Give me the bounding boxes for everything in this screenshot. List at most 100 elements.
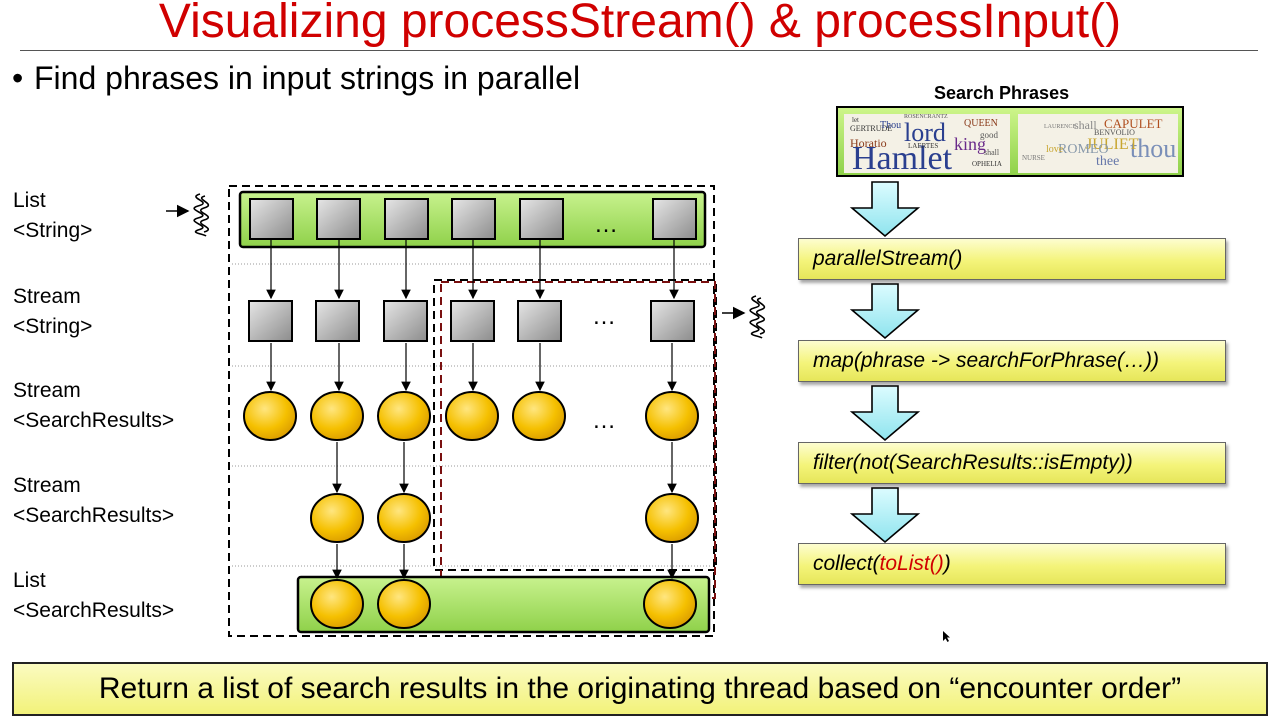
ellipsis-row1: … <box>594 211 618 238</box>
collected-results-elements <box>310 579 697 629</box>
row-label-line1: List <box>13 189 46 212</box>
cloud-word: LAURENCE <box>1044 124 1076 130</box>
title-underline <box>20 50 1258 51</box>
cloud-word: BENVOLIO <box>1094 128 1135 137</box>
search-result <box>377 391 431 441</box>
search-result <box>645 391 699 441</box>
row-label-filtered-stream: Stream <SearchResults> <box>13 471 174 531</box>
string-element <box>315 300 360 342</box>
string-element <box>652 198 697 240</box>
string-element <box>384 198 429 240</box>
row-separators <box>232 263 712 567</box>
row-label-stream-string: Stream <String> <box>13 282 92 342</box>
search-result <box>310 579 364 629</box>
string-element <box>316 198 361 240</box>
row-label-line2: <String> <box>13 219 93 242</box>
string-element <box>451 198 496 240</box>
pipeline-step-text-post: ) <box>943 552 951 575</box>
thread-squiggle-icon <box>722 295 766 339</box>
stream-string-elements <box>248 300 695 342</box>
list-string-elements <box>249 198 697 240</box>
bottom-banner: Return a list of search results in the o… <box>12 662 1268 716</box>
search-result <box>512 391 566 441</box>
ellipsis-row2: … <box>592 303 616 330</box>
search-result <box>643 579 697 629</box>
cloud-word: NURSE <box>1022 154 1045 162</box>
search-results-elements <box>243 391 699 441</box>
string-element <box>650 300 695 342</box>
cloud-word: shall <box>984 148 1000 157</box>
down-arrow-icon <box>849 283 921 340</box>
bullet-point: •Find phrases in input strings in parall… <box>12 60 581 96</box>
row-label-line1: Stream <box>13 285 81 308</box>
row-label-line1: List <box>13 569 46 592</box>
cloud-word: shall <box>1074 118 1097 132</box>
search-result <box>310 493 364 543</box>
search-result <box>377 579 431 629</box>
string-element <box>450 300 495 342</box>
pipeline-step-text: map(phrase -> searchForPhrase(…)) <box>813 349 1160 372</box>
down-arrow-icon <box>849 487 921 544</box>
mouse-cursor-icon <box>943 631 950 642</box>
row-label-stream-searchresults: Stream <SearchResults> <box>13 376 174 436</box>
search-result <box>645 493 699 543</box>
row-label-list-string: List <String> <box>13 186 92 246</box>
string-element <box>517 300 562 342</box>
page-title: Visualizing processStream() & processInp… <box>158 0 1122 48</box>
dashed-boundary-maroon <box>440 281 716 599</box>
cloud-word: thou <box>1130 134 1177 163</box>
cloud-word: Horatio <box>850 136 887 150</box>
pipeline-step-text-highlight: toList() <box>879 552 944 575</box>
flow-arrows <box>266 240 679 580</box>
row-label-line2: <SearchResults> <box>13 409 175 432</box>
cloud-word: ROMEO <box>1058 142 1109 157</box>
row-label-line2: <SearchResults> <box>13 504 175 527</box>
pipeline-step-text: parallelStream() <box>813 247 963 270</box>
row-label-line2: <String> <box>13 315 93 338</box>
cloud-word: Thou <box>880 120 902 131</box>
string-element <box>383 300 428 342</box>
bullet-text: Find phrases in input strings in paralle… <box>34 60 581 96</box>
search-phrases-image: Hamlet lord king Horatio GERTRUDE QUEEN … <box>836 106 1184 177</box>
pipeline-step-filter: filter(not(SearchResults::isEmpty)) <box>798 442 1226 484</box>
string-element <box>248 300 293 342</box>
row-label-line2: <SearchResults> <box>13 599 175 622</box>
pipeline-step-collect: collect(toList()) <box>798 543 1226 585</box>
hamlet-word-cloud: Hamlet lord king Horatio GERTRUDE QUEEN … <box>844 114 1010 173</box>
down-arrow-icon <box>849 385 921 442</box>
pipeline-step-parallelstream: parallelStream() <box>798 238 1226 280</box>
row-label-line1: Stream <box>13 474 81 497</box>
down-arrow-icon <box>849 181 921 238</box>
pipeline-step-map: map(phrase -> searchForPhrase(…)) <box>798 340 1226 382</box>
cloud-word: OPHELIA <box>972 160 1002 168</box>
cloud-word: king <box>954 134 987 154</box>
thread-squiggle-icon <box>166 193 210 237</box>
search-result <box>377 493 431 543</box>
search-phrases-title: Search Phrases <box>934 83 1070 103</box>
filtered-results-elements <box>310 493 699 543</box>
search-result <box>243 391 297 441</box>
cloud-word: let <box>852 116 859 124</box>
pipeline-step-text: filter(not(SearchResults::isEmpty)) <box>813 451 1133 474</box>
cloud-word: Hamlet <box>852 140 953 173</box>
cloud-word: good <box>980 130 998 140</box>
romeo-juliet-word-cloud: thou JULIET ROMEO CAPULET BENVOLIO thee … <box>1018 114 1178 173</box>
search-result <box>445 391 499 441</box>
cloud-word: thee <box>1096 154 1120 169</box>
row-label-line1: Stream <box>13 379 81 402</box>
cloud-word: lord <box>904 118 946 147</box>
search-result <box>310 391 364 441</box>
cloud-word: QUEEN <box>964 118 998 129</box>
row-label-list-searchresults: List <SearchResults> <box>13 566 174 626</box>
string-element <box>519 198 564 240</box>
pipeline-step-text-pre: collect( <box>813 552 880 575</box>
cloud-word: JULIET <box>1086 136 1139 153</box>
cloud-word: ROSENCRANTZ <box>904 114 948 120</box>
ellipsis-row3: … <box>592 407 616 434</box>
cloud-word: CAPULET <box>1104 116 1163 131</box>
cloud-word: love <box>1046 144 1064 155</box>
string-element <box>249 198 294 240</box>
cloud-word: GERTRUDE <box>850 124 893 133</box>
cloud-word: LAERTES <box>908 142 939 150</box>
